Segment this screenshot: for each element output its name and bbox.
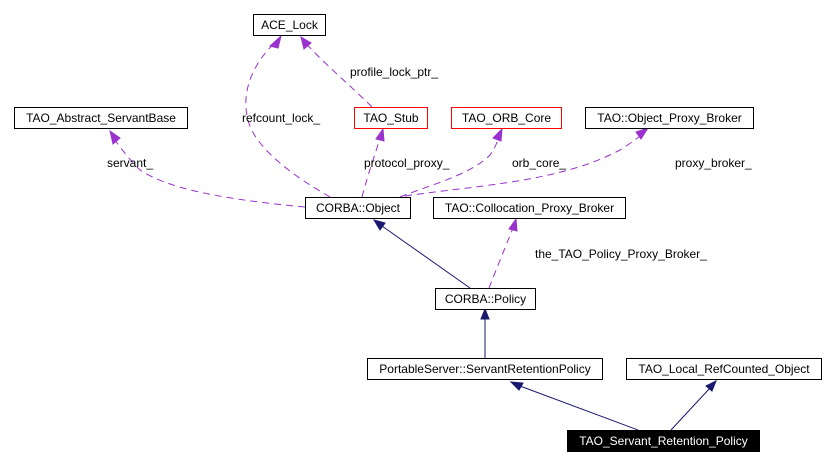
node-ace-lock[interactable]: ACE_Lock <box>253 14 326 36</box>
edge-labels: refcount_lock_ profile_lock_ptr_ servant… <box>107 65 752 261</box>
edge-refcount-lock <box>245 39 331 198</box>
edge-label-refcount-lock: refcount_lock_ <box>242 111 320 125</box>
arrowhead-profile-lock-ptr <box>300 35 312 50</box>
node-corba-policy[interactable]: CORBA::Policy <box>435 288 536 310</box>
node-label: TAO_Local_RefCounted_Object <box>638 362 810 376</box>
arrowhead-tsrp-inherits-refcounted <box>705 379 717 392</box>
edge-orb-core <box>399 137 500 198</box>
edge-servant <box>114 139 306 208</box>
node-label: TAO::Object_Proxy_Broker <box>597 111 742 125</box>
node-tao-object-proxy-broker[interactable]: TAO::Object_Proxy_Broker <box>585 107 754 129</box>
edge-tsrp-inherits-refcounted <box>670 387 711 431</box>
node-tao-local-refcounted-object[interactable]: TAO_Local_RefCounted_Object <box>626 358 822 380</box>
node-label: TAO_Stub <box>363 111 418 125</box>
node-label: PortableServer::ServantRetentionPolicy <box>379 362 590 376</box>
node-tao-orb-core[interactable]: TAO_ORB_Core <box>451 107 562 129</box>
edge-proxy-broker <box>404 135 641 197</box>
arrowhead-refcount-lock <box>268 34 282 49</box>
arrowhead-policy-proxy-broker <box>508 217 518 232</box>
node-label: TAO_ORB_Core <box>462 111 551 125</box>
node-label: TAO_Servant_Retention_Policy <box>579 434 748 448</box>
edge-label-orb-core: orb_core_ <box>512 156 566 170</box>
node-tao-stub[interactable]: TAO_Stub <box>354 107 428 129</box>
edge-tsrp-inherits-srp <box>519 385 639 431</box>
node-label: ACE_Lock <box>261 18 319 32</box>
arrowhead-servant <box>109 129 121 145</box>
edge-policy-proxy-broker <box>488 227 514 289</box>
edge-label-servant: servant_ <box>107 156 153 170</box>
inheritance-edges <box>372 219 717 431</box>
node-corba-object[interactable]: CORBA::Object <box>305 197 411 219</box>
node-label: TAO::Collocation_Proxy_Broker <box>445 201 614 215</box>
usage-edges <box>109 34 650 289</box>
arrowhead-proxy-broker <box>635 127 650 140</box>
arrowhead-orb-core <box>492 127 503 142</box>
edge-label-proxy-broker: proxy_broker_ <box>675 156 752 170</box>
edge-label-profile-lock-ptr: profile_lock_ptr_ <box>350 65 438 79</box>
arrowhead-srp-inherits-policy <box>480 307 490 320</box>
node-label: CORBA::Policy <box>445 292 526 306</box>
node-portableserver-servantretentionpolicy[interactable]: PortableServer::ServantRetentionPolicy <box>367 358 603 380</box>
node-tao-collocation-proxy-broker[interactable]: TAO::Collocation_Proxy_Broker <box>433 197 626 219</box>
arrowhead-policy-inherits-object <box>372 219 386 231</box>
node-label: TAO_Abstract_ServantBase <box>26 111 176 125</box>
arrowhead-tsrp-inherits-srp <box>509 381 524 391</box>
node-tao-servant-retention-policy[interactable]: TAO_Servant_Retention_Policy <box>567 430 760 452</box>
node-tao-abstract-servantbase[interactable]: TAO_Abstract_ServantBase <box>14 107 188 129</box>
node-label: CORBA::Object <box>316 201 401 215</box>
edge-policy-inherits-object <box>381 225 471 289</box>
edge-profile-lock-ptr <box>304 41 373 108</box>
edge-protocol-proxy <box>361 137 381 198</box>
arrowhead-protocol-proxy <box>375 127 385 142</box>
edge-label-protocol-proxy: protocol_proxy_ <box>364 156 450 170</box>
edge-label-policy-proxy-broker: the_TAO_Policy_Proxy_Broker_ <box>535 247 707 261</box>
